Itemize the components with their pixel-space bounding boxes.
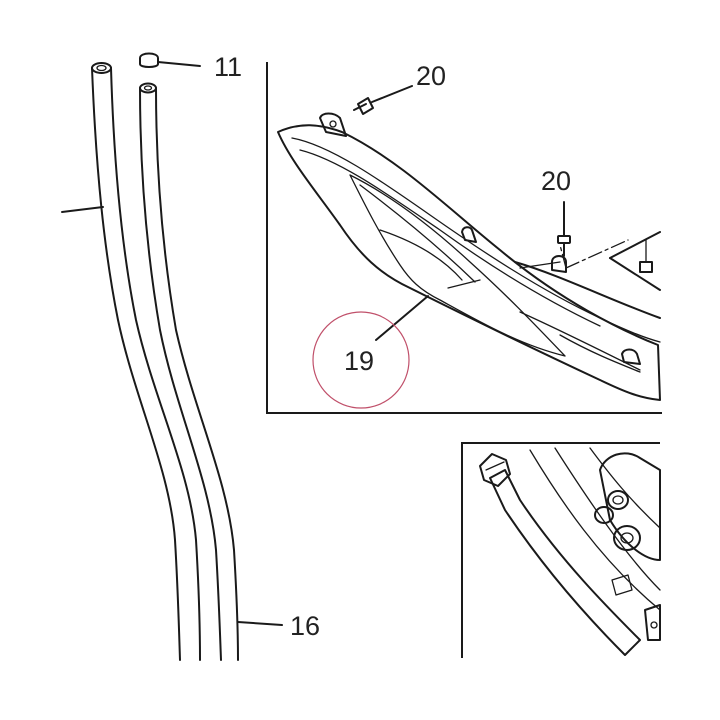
hose-inner-right-edge (155, 87, 239, 661)
hose-outer-end (91, 62, 112, 74)
fitting-3 (613, 525, 641, 551)
callout-part-11: 11 (214, 52, 242, 82)
screw-20-top (353, 85, 413, 115)
hose-assembly (61, 52, 283, 661)
callout-part-20-mid: 20 (541, 166, 571, 196)
leader-hose-outer (61, 206, 104, 213)
leader-part-20-top (371, 85, 413, 103)
hose-inner-end (139, 82, 157, 94)
leader-part-19 (375, 295, 429, 341)
callout-part-19: 19 (344, 346, 374, 376)
housing (599, 452, 661, 561)
trim-panel-19 (277, 112, 661, 409)
trim-panel-tab-left (319, 112, 347, 137)
leader-part-16 (237, 621, 283, 626)
hose-inner-left-edge (139, 87, 222, 661)
hose-outer-right-edge (110, 67, 201, 661)
trim-panel-lens (349, 174, 566, 357)
trim-panel-body (277, 124, 661, 401)
trim-panel-tab-mid (461, 226, 477, 243)
clip-small (639, 261, 653, 273)
screw-20-mid (557, 201, 571, 257)
detail-frame-lower (461, 442, 660, 658)
hose-clip (139, 52, 159, 68)
detail-frame-upper (266, 62, 662, 414)
threaded-rod (489, 469, 641, 656)
trim-panel-tab-right (621, 348, 641, 365)
sub-assembly-lower (479, 447, 661, 656)
fitting-1 (607, 490, 629, 510)
fitting-2 (594, 506, 614, 524)
hex-nut (479, 453, 511, 487)
callout-part-20-top: 20 (416, 61, 446, 91)
callout-part-16: 16 (290, 611, 320, 641)
hose-outer-left-edge (91, 67, 181, 661)
highlight-circle-19 (312, 311, 410, 409)
